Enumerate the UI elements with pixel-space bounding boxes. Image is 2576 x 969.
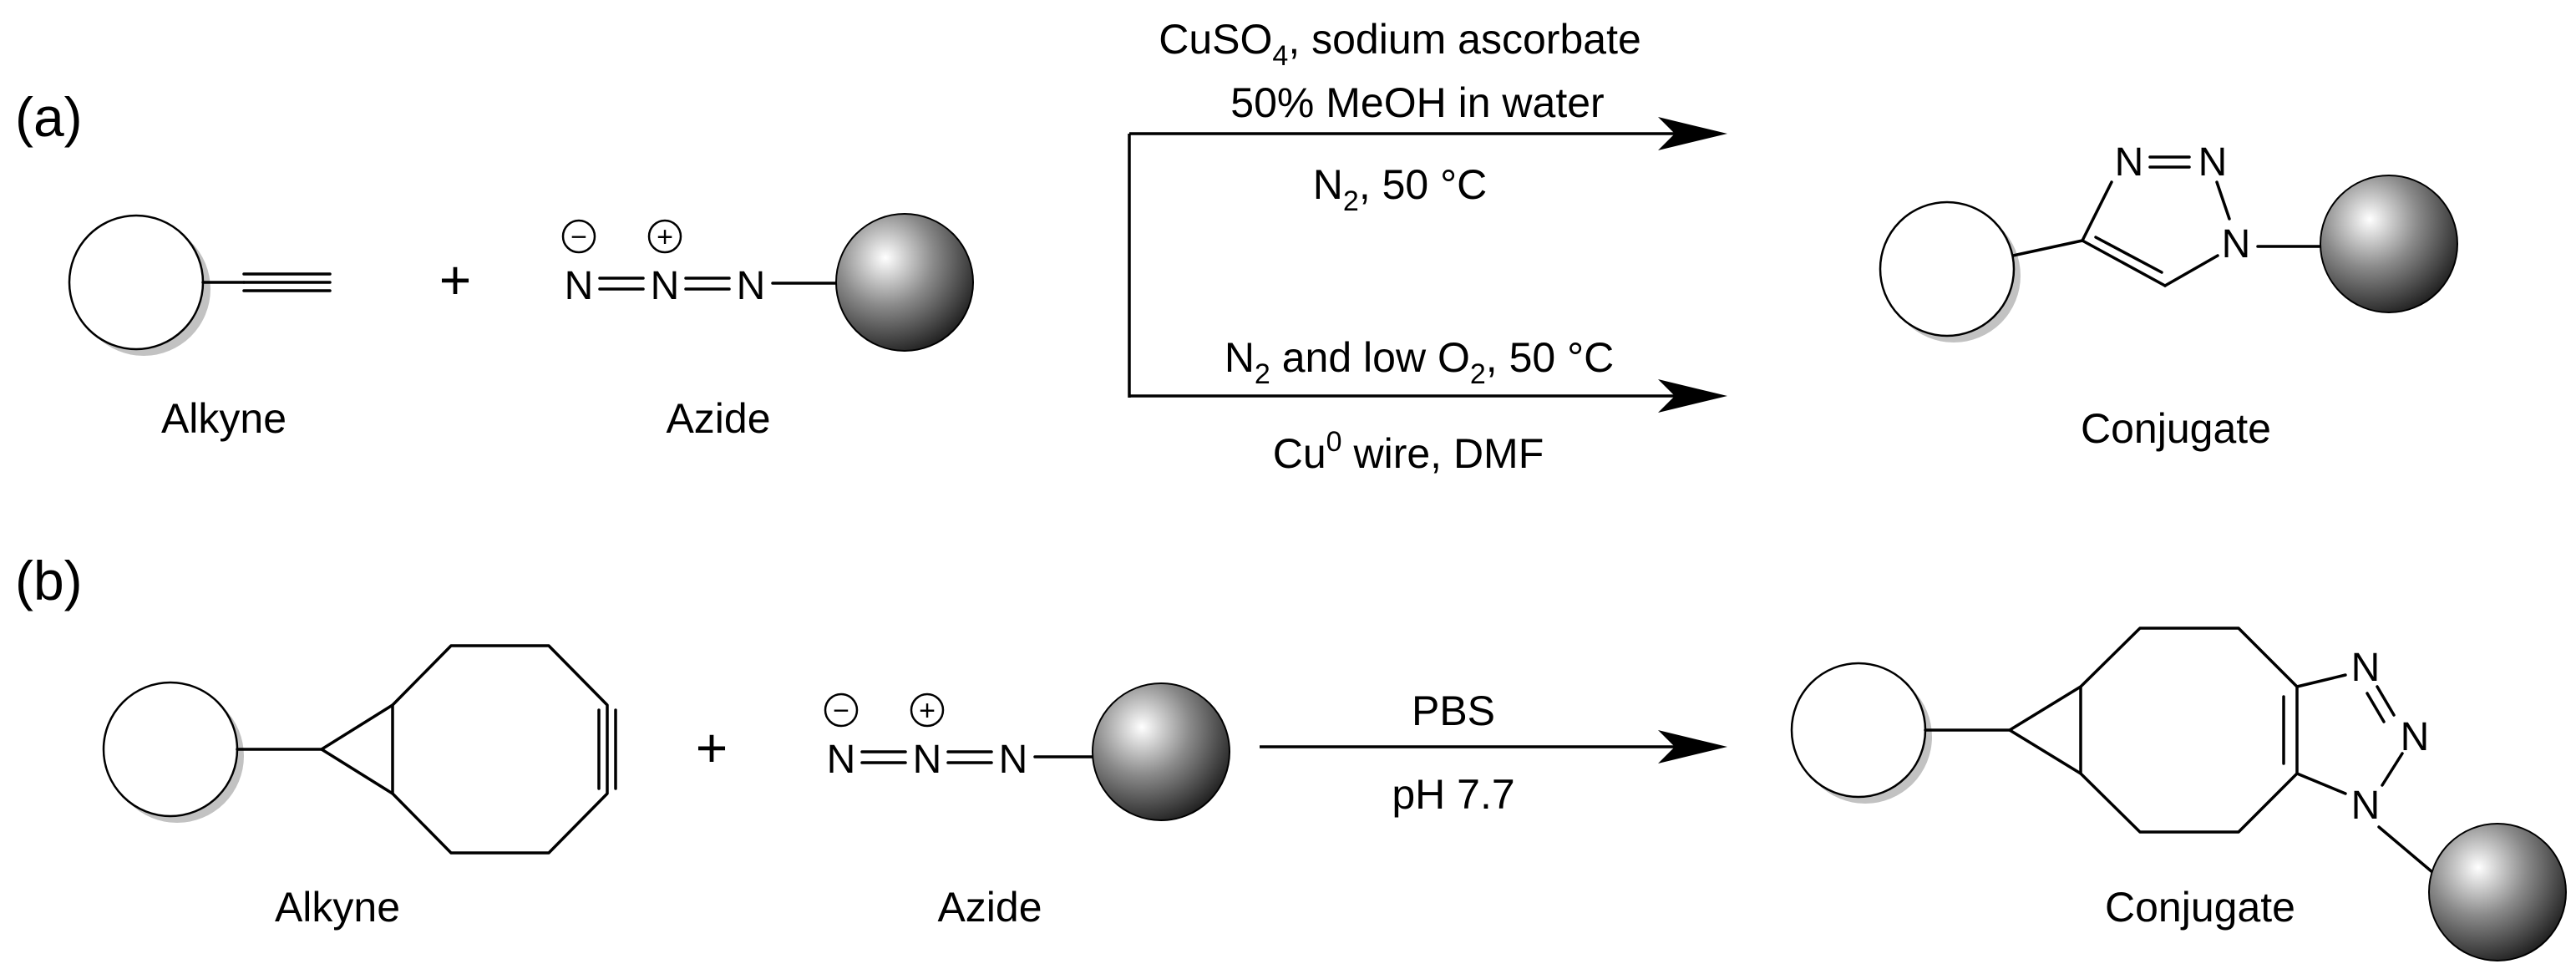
panel-b: (b) Alkyne + N − N + N (15, 550, 2567, 961)
panel-b-azide-structure: N − N + N (824, 682, 1230, 821)
positive-charge-sign: + (919, 695, 936, 727)
azide-n3: N (999, 738, 1028, 782)
temperature-text: , 50 °C (1486, 334, 1614, 381)
wire-dmf-text: wire, DMF (1342, 430, 1544, 477)
cuso4-text: CuSO (1159, 16, 1272, 63)
positive-charge-icon (647, 219, 682, 254)
panel-a-reactant1-name: Alkyne (161, 395, 287, 442)
triazole-n3: N (2115, 140, 2144, 185)
panel-a-product-name: Conjugate (2081, 405, 2271, 452)
n2-subscript: 2 (1343, 185, 1359, 217)
panel-b-reaction-arrow (1260, 730, 1727, 764)
cu-superscript: 0 (1326, 426, 1342, 458)
ring-bond (2081, 180, 2113, 242)
ring-bond (2215, 180, 2231, 221)
ring-double-bond (2376, 685, 2396, 717)
negative-charge-sign: − (570, 221, 587, 253)
panel-b-bcn-alkyne-structure (102, 644, 617, 855)
hollow-sphere (1879, 200, 2016, 337)
panel-b-reactant2-name: Azide (937, 884, 1042, 931)
shaded-sphere (1092, 682, 1230, 821)
hollow-sphere (102, 681, 239, 818)
lower-condition-below: Cu0 wire, DMF (1273, 426, 1544, 477)
panel-a-reactant2-name: Azide (666, 395, 770, 442)
cyclooctyne-ring (391, 644, 609, 855)
azide-n3: N (737, 264, 766, 308)
triazole-n2: N (2401, 715, 2430, 759)
negative-charge-icon (561, 219, 596, 254)
panel-a-plus: + (439, 249, 472, 311)
panel-b-product-name: Conjugate (2105, 884, 2295, 931)
shaded-sphere (835, 213, 974, 352)
temperature-text: , 50 °C (1359, 161, 1487, 208)
panel-b-condition-above: PBS (1412, 687, 1495, 734)
upper-condition-line1: CuSO4, sodium ascorbate (1159, 16, 1641, 72)
panel-b-fused-triazole-product: N N N (1790, 627, 2567, 961)
lower-arrowhead-icon (1658, 379, 1727, 413)
azide-n2: N (651, 264, 680, 308)
n2-subscript: 2 (1255, 358, 1270, 390)
panel-b-plus: + (696, 717, 728, 779)
upper-condition-line2: 50% MeOH in water (1230, 79, 1604, 126)
ring-double-bond-inner (2094, 236, 2163, 274)
panel-a-azide-structure: N − N + N (561, 213, 974, 352)
cu-text: Cu (1273, 430, 1326, 477)
upper-arrowhead-icon (1658, 117, 1727, 150)
panel-b-condition-below: pH 7.7 (1392, 771, 1514, 818)
azide-n1: N (565, 264, 594, 308)
cyclopropane-ring (320, 703, 394, 795)
ring-double-bond (2081, 239, 2167, 287)
ring-bond (2163, 254, 2219, 287)
shaded-sphere (2428, 823, 2567, 961)
panel-b-reactant1-name: Alkyne (275, 884, 400, 931)
single-bond (2011, 239, 2084, 257)
single-bond (2377, 825, 2434, 874)
panel-a: (a) Alkyne + N − N + N Azid (15, 16, 2458, 477)
ring-bond (2381, 752, 2404, 787)
cuso4-subscript: 4 (1272, 40, 1288, 72)
ring-bond (2295, 772, 2347, 795)
azide-n1: N (827, 738, 856, 782)
cyclopropane-ring (2008, 685, 2082, 775)
upper-condition-below: N2, 50 °C (1313, 161, 1487, 217)
hollow-sphere (1790, 662, 1927, 799)
cyclooctene-ring (2079, 627, 2299, 834)
ring-bond (2295, 673, 2347, 688)
negative-charge-icon (824, 693, 859, 728)
panel-a-label: (a) (15, 86, 83, 148)
panel-b-label: (b) (15, 550, 83, 611)
sodium-ascorbate-text: , sodium ascorbate (1288, 16, 1640, 63)
positive-charge-icon (910, 693, 945, 728)
o2-subscript: 2 (1470, 358, 1486, 390)
azide-n2: N (913, 738, 942, 782)
ring-double-bond (2366, 692, 2386, 723)
triazole-n2: N (2198, 140, 2228, 185)
negative-charge-sign: − (833, 695, 849, 727)
panel-a-triazole-product: N N N (1879, 140, 2458, 342)
triazole-n3: N (2351, 646, 2381, 690)
shaded-sphere (2320, 175, 2458, 313)
panel-a-alkyne-structure (68, 214, 332, 356)
hollow-sphere (68, 214, 205, 351)
lower-condition-above: N2 and low O2, 50 °C (1225, 334, 1614, 390)
triazole-n1: N (2222, 222, 2251, 266)
and-low-o-text: and low O (1270, 334, 1470, 381)
triazole-n1: N (2351, 784, 2381, 828)
panel-a-reaction-arrows (1128, 117, 1727, 413)
n2-text: N (1225, 334, 1255, 381)
arrowhead-icon (1658, 730, 1727, 764)
positive-charge-sign: + (657, 221, 673, 253)
n2-text: N (1313, 161, 1343, 208)
